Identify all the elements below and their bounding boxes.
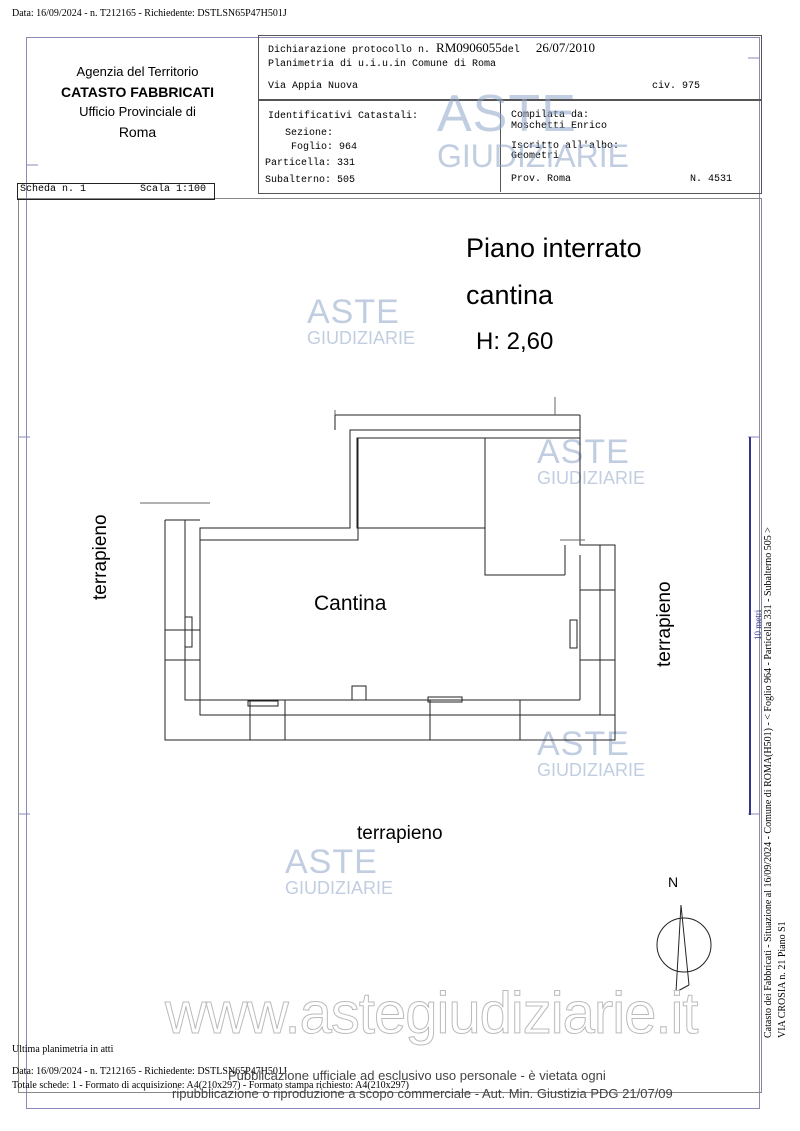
right-terrapieno: terrapieno	[654, 581, 675, 667]
civic-number: civ. 975	[652, 81, 701, 92]
iscritto-label: Iscritto all'albo:	[511, 141, 620, 152]
particella: Particella: 331	[265, 158, 356, 169]
agency-name: Agenzia del Territorio	[76, 64, 199, 79]
foglio: Foglio: 964	[291, 142, 358, 153]
footer-request: Data: 16/09/2024 - n. T212165 - Richiede…	[12, 1066, 287, 1077]
compilata-name: Moschetti Enrico	[511, 121, 608, 132]
north-arrow-icon	[656, 904, 712, 993]
divider	[500, 100, 501, 192]
bottom-terrapieno: terrapieno	[357, 823, 443, 844]
publication-notice-2: ripubblicazione o riproduzione a scopo c…	[172, 1086, 673, 1101]
drawing-frame	[18, 198, 762, 1093]
north-label: N	[668, 874, 679, 890]
protocol-row: Dichiarazione protocollo n. RM0906055del…	[268, 40, 595, 56]
office: Ufficio Provinciale di	[79, 104, 196, 119]
scale-bar-label: 10 metri	[753, 609, 763, 640]
identifiers-box	[258, 99, 762, 194]
address: Via Appia Nuova	[268, 81, 359, 92]
plan-title: Piano interrato	[466, 233, 642, 263]
scheda-box	[17, 183, 215, 200]
side-text-line2: VIA CROSIA n. 21 Piano S1	[777, 921, 788, 1038]
registration-number: N. 4531	[690, 174, 733, 185]
subalterno: Subalterno: 505	[265, 175, 356, 186]
request-info: Data: 16/09/2024 - n. T212165 - Richiede…	[12, 8, 287, 19]
protocol-label: Dichiarazione protocollo n.	[268, 45, 431, 56]
side-text-line1: Catasto dei Fabbricati - Situazione al 1…	[763, 527, 774, 1038]
footer-totale: Totale schede: 1 - Formato di acquisizio…	[12, 1080, 409, 1091]
identificativi-label: Identificativi Catastali:	[268, 111, 419, 122]
protocol-date: 26/07/2010	[535, 40, 596, 55]
catasto-title: CATASTO FABBRICATI	[61, 84, 214, 100]
planimetria: Planimetria di u.i.u.in Comune di Roma	[268, 59, 497, 70]
declaration-box	[258, 35, 762, 101]
office-city: Roma	[118, 124, 157, 140]
sezione: Sezione:	[285, 128, 334, 139]
protocol-number: RM0906055	[436, 40, 502, 55]
publication-notice-1: Pubblicazione ufficiale ad esclusivo uso…	[228, 1068, 606, 1083]
scala: Scala 1:100	[140, 184, 207, 195]
plan-height: H: 2,60	[476, 328, 554, 355]
scheda: Scheda n. 1	[20, 184, 87, 195]
agency-block: Agenzia del Territorio CATASTO FABBRICAT…	[40, 62, 235, 142]
site-watermark: www.astegiudiziarie.it	[164, 981, 698, 1047]
province: Prov. Roma	[511, 174, 572, 185]
ultima-planimetria: Ultima planimetria in atti	[12, 1044, 114, 1055]
page-frame	[26, 37, 760, 1109]
compilata-label: Compilata da:	[511, 110, 590, 121]
iscritto-value: Geometri	[511, 151, 560, 162]
room-label: Cantina	[314, 592, 387, 615]
left-terrapieno: terrapieno	[90, 514, 111, 600]
date-label: del	[501, 45, 520, 56]
plan-subtitle: cantina	[466, 280, 554, 310]
